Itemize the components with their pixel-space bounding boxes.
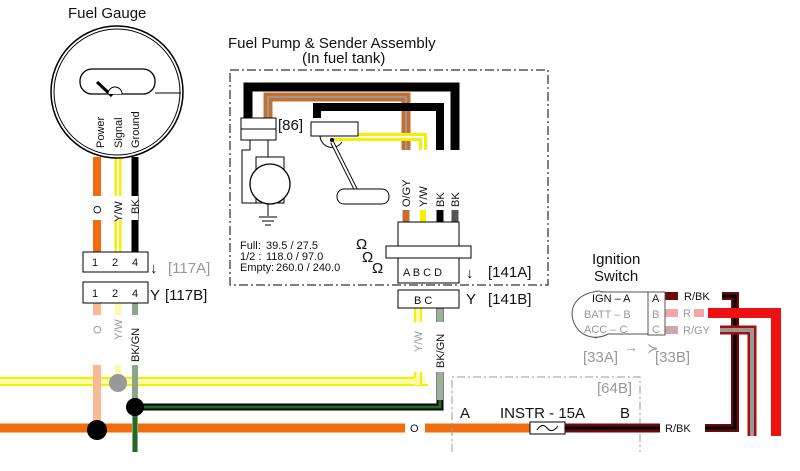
fuel-level-sender-icon: [310, 121, 390, 205]
terminal-power: Power: [95, 116, 107, 148]
y-connector-icon: Y: [150, 287, 160, 304]
wire-label: O: [92, 205, 104, 214]
svg-text:BK: BK: [450, 192, 462, 207]
wire-label: Y/W: [113, 201, 125, 222]
svg-text:BK: BK: [435, 192, 447, 207]
y-connector-icon: ≻: [647, 340, 659, 356]
green-ground-wire: [135, 308, 444, 411]
svg-text:39.5 / 27.5: 39.5 / 27.5: [266, 240, 318, 252]
svg-text:1: 1: [92, 257, 98, 269]
arrow-down-icon: ↓: [150, 260, 158, 277]
splice-yellow: [109, 374, 127, 392]
svg-text:4: 4: [132, 257, 138, 269]
wire-label-r-bk: R/BK: [665, 423, 691, 435]
wire-label-r-bk: R/BK: [684, 291, 710, 303]
svg-text:Y/W: Y/W: [413, 331, 425, 352]
wire-label: BK/GN: [130, 328, 142, 362]
fuel-tank-boundary: [229, 69, 549, 286]
svg-text:A: A: [652, 293, 660, 305]
svg-text:Y/W: Y/W: [418, 186, 430, 207]
ignition-switch: IGN – A BATT – B ACC – C: [571, 290, 649, 339]
connector-33a-label: [33A]: [583, 349, 618, 366]
arrow-right-icon: →: [624, 339, 638, 355]
svg-text:A: A: [460, 405, 470, 422]
svg-text:Ω: Ω: [356, 236, 367, 253]
svg-text:BATT – B: BATT – B: [584, 309, 631, 321]
svg-text:1: 1: [92, 288, 98, 300]
connector-86: [240, 117, 277, 141]
gauge-wire-labels: O Y/W BK O Y/W BK/GN: [90, 196, 142, 365]
svg-text:B: B: [652, 309, 659, 321]
wire-label: BK: [130, 199, 142, 214]
connector-117a-label: [117A]: [168, 260, 210, 277]
svg-text:C: C: [652, 324, 660, 336]
wire-label-o: O: [410, 423, 419, 435]
svg-text:Ω: Ω: [362, 249, 373, 266]
pump-wire-labels: O/GY Y/W BK BK: [398, 150, 462, 222]
connector-86-label: [86]: [278, 117, 303, 134]
fuse-icon: [529, 421, 566, 435]
svg-text:118.0 / 97.0: 118.0 / 97.0: [266, 251, 323, 263]
connector-141b-wire-labels: Y/W BK/GN: [410, 322, 447, 372]
connector-141b-label: [141B]: [488, 291, 531, 308]
splice-power: [87, 420, 107, 440]
resistance-table: Full: 39.5 / 27.5 Ω 1/2 : 118.0 / 97.0 Ω…: [240, 236, 383, 277]
svg-text:IGN – A: IGN – A: [592, 293, 631, 305]
svg-text:INSTR - 15A: INSTR - 15A: [500, 405, 585, 422]
pump-subtitle: (In fuel tank): [302, 50, 385, 67]
svg-text:Ω: Ω: [372, 260, 383, 277]
pump-title: Fuel Pump & Sender Assembly: [228, 35, 436, 52]
yellow-bus-wire: [0, 308, 428, 386]
arrow-down-icon: ↓: [466, 265, 474, 282]
svg-text:2: 2: [112, 257, 118, 269]
wire-label-r: R: [683, 308, 691, 320]
fuel-pump-motor-icon: [241, 140, 291, 216]
svg-text:[64B]: [64B]: [597, 380, 632, 397]
svg-text:260.0 / 240.0: 260.0 / 240.0: [276, 262, 340, 274]
connector-141a: A B C D: [385, 221, 472, 284]
svg-text:1/2 :: 1/2 :: [240, 251, 261, 263]
fuse-block-64b: [64B] A INSTR - 15A B: [451, 376, 641, 452]
connector-141b: B C: [397, 289, 460, 309]
svg-text:O/GY: O/GY: [401, 179, 413, 207]
terminal-ground: Ground: [130, 111, 142, 148]
terminal-signal: Signal: [113, 117, 125, 148]
ignition-title: Ignition: [592, 251, 640, 268]
connector-117b: 1 2 4: [82, 281, 149, 304]
ignition-wires: [565, 292, 781, 436]
y-connector-icon: Y: [466, 291, 476, 308]
connector-33b-label: [33B]: [655, 349, 690, 366]
connector-117b-label: [117B]: [165, 287, 207, 304]
splice-ground: [126, 398, 144, 416]
connector-141a-label: [141A]: [488, 264, 531, 281]
wire-label: Y/W: [113, 319, 125, 340]
wire-label: O: [92, 325, 104, 334]
svg-text:BK/GN: BK/GN: [435, 334, 447, 368]
ignition-title: Switch: [594, 268, 638, 285]
svg-text:B C: B C: [414, 295, 432, 307]
fuel-gauge: [50, 25, 184, 159]
connector-117a: 1 2 4: [82, 251, 149, 273]
gauge-title: Fuel Gauge: [68, 5, 146, 22]
svg-text:ACC – C: ACC – C: [584, 324, 627, 336]
svg-text:Empty:: Empty:: [240, 262, 274, 274]
wire-label-r-gy: R/GY: [683, 325, 711, 337]
ground-icon: [259, 216, 277, 226]
svg-text:4: 4: [132, 288, 138, 300]
connector-33: A B C: [647, 291, 666, 336]
svg-text:Full:: Full:: [240, 240, 261, 252]
svg-text:2: 2: [112, 288, 118, 300]
svg-text:A B C D: A B C D: [403, 267, 442, 279]
svg-text:B: B: [620, 405, 630, 422]
